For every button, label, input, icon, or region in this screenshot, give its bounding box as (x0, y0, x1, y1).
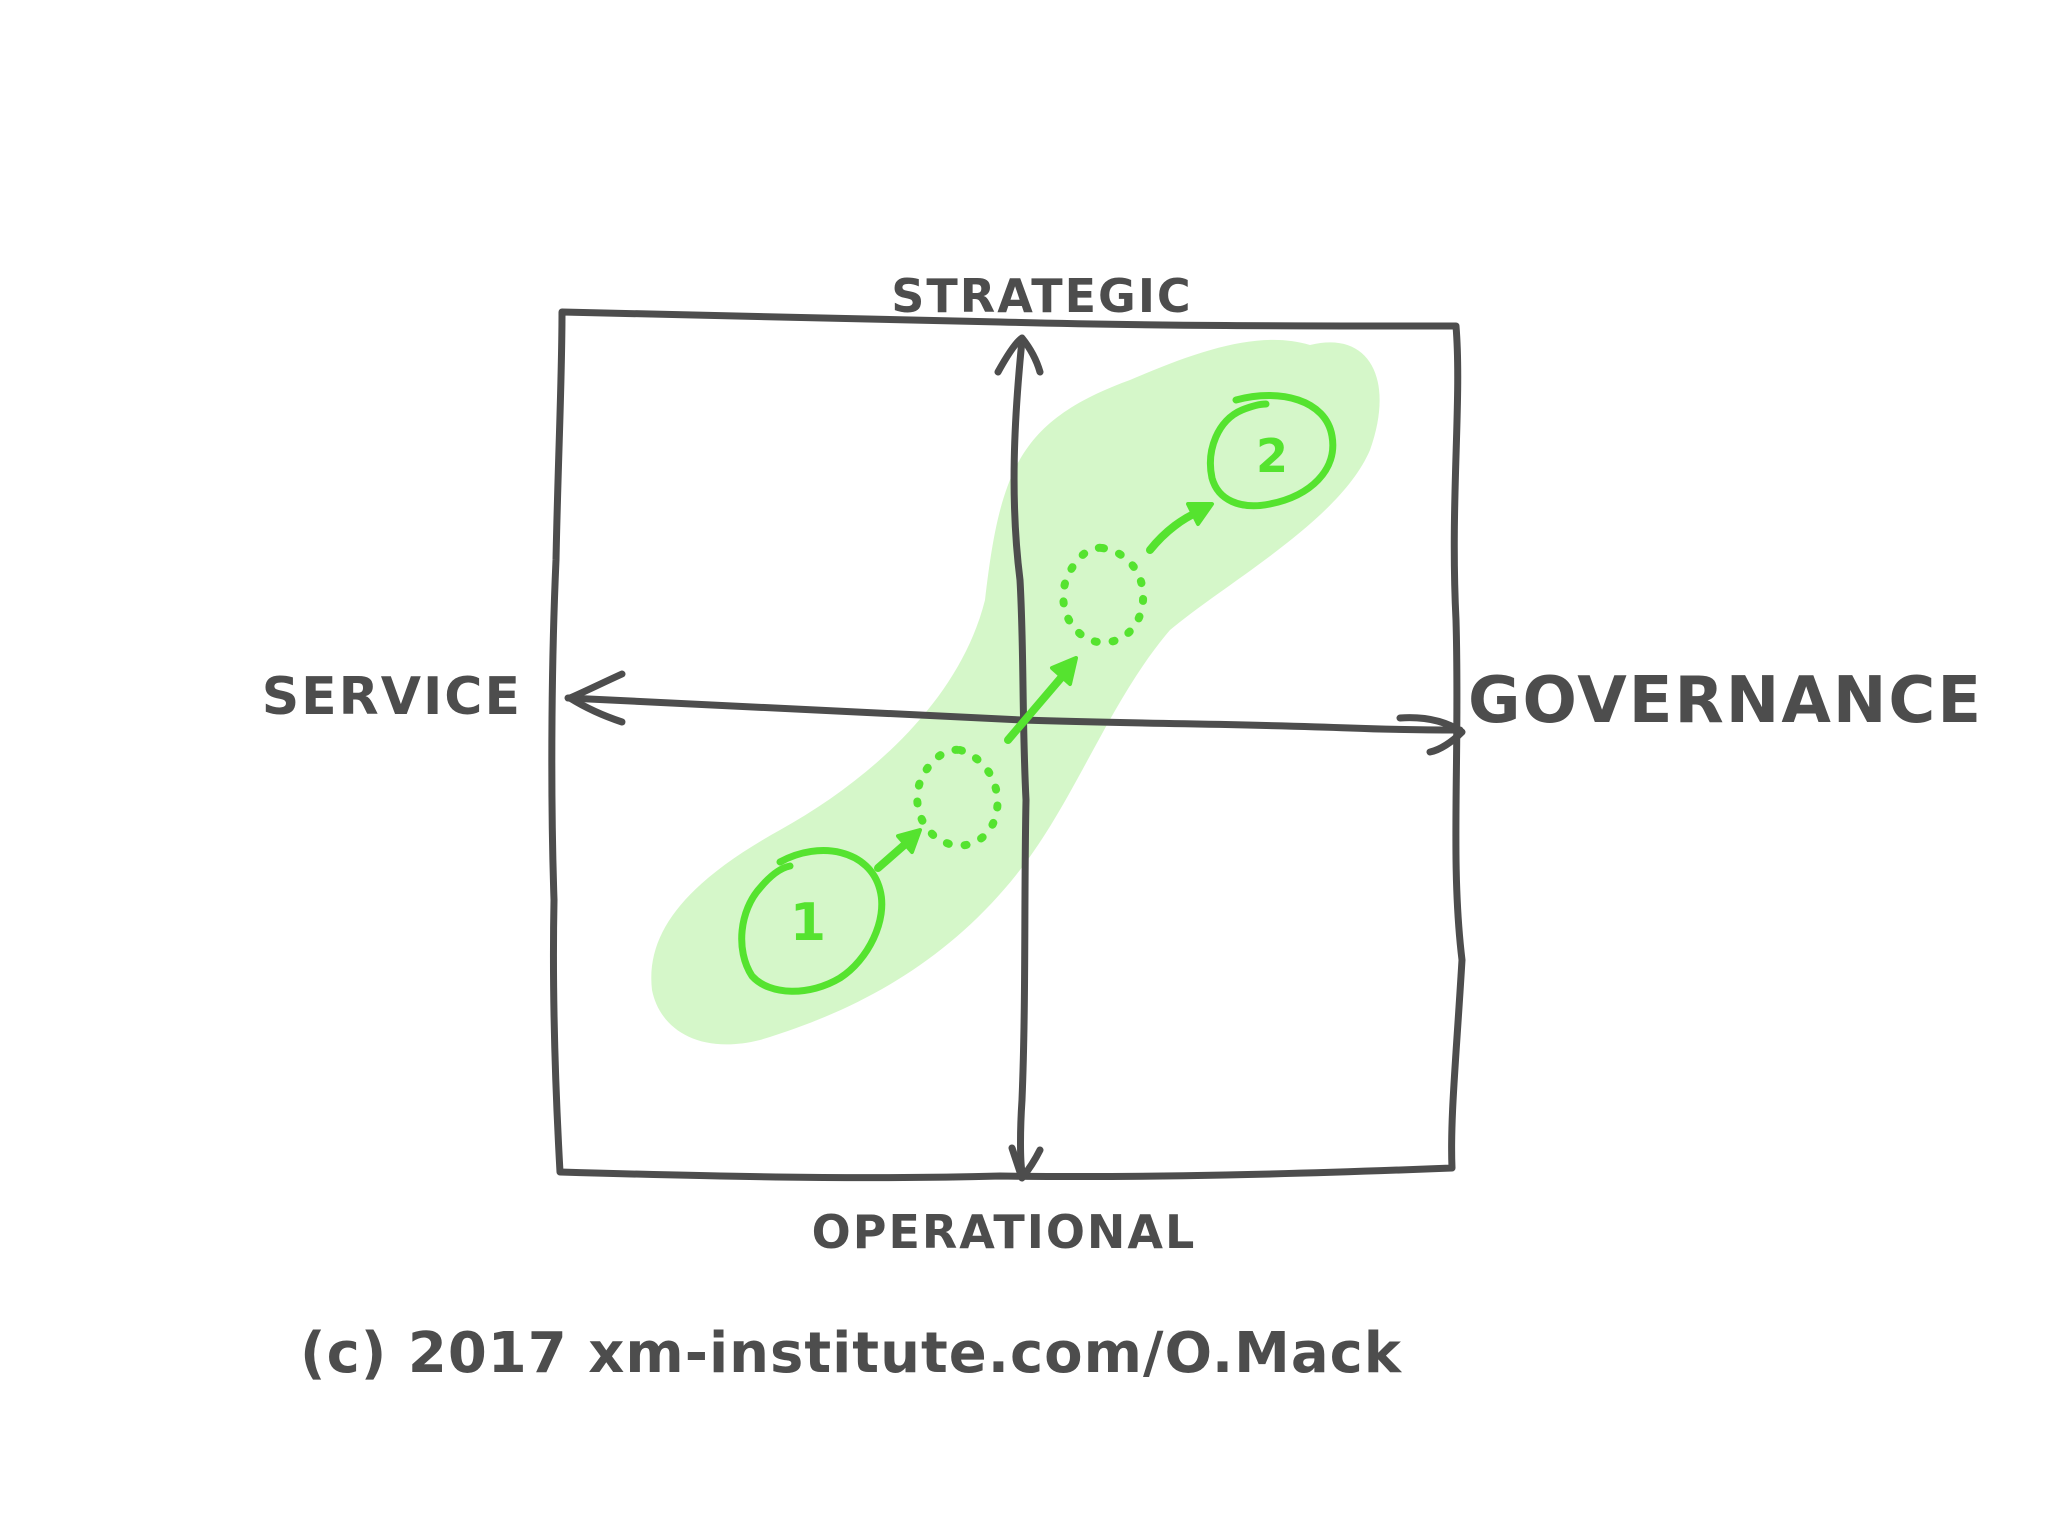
arrowhead-left-icon (566, 670, 626, 726)
copyright-credit: (c) 2017 xm-institute.com/O.Mack (300, 1321, 1403, 1386)
step-2-number: 2 (1256, 429, 1288, 483)
axis-label-service: SERVICE (262, 667, 522, 727)
path-arrow-3-head (1186, 502, 1214, 526)
step-1-circle (738, 847, 886, 995)
intermediate-circle-upper (1059, 543, 1148, 647)
horizontal-axis-line (564, 694, 1464, 734)
axis-label-operational: OPERATIONAL (812, 1205, 1197, 1259)
arrowhead-up-icon (994, 334, 1044, 376)
step-2-circle (1207, 392, 1337, 510)
path-arrow-2 (1004, 668, 1070, 744)
vertical-axis-line (1010, 336, 1030, 1176)
axis-label-governance: GOVERNANCE (1468, 664, 1983, 738)
axis-label-strategic: STRATEGIC (891, 269, 1192, 323)
arrowhead-down-icon (1008, 1144, 1044, 1182)
quadrant-frame (548, 308, 1466, 1182)
path-arrow-2-head (1050, 656, 1078, 686)
arrowhead-right-icon (1396, 714, 1466, 756)
step-1-number: 1 (790, 893, 826, 953)
intermediate-circle-lower (913, 745, 1002, 850)
path-arrow-1-head (896, 828, 922, 854)
